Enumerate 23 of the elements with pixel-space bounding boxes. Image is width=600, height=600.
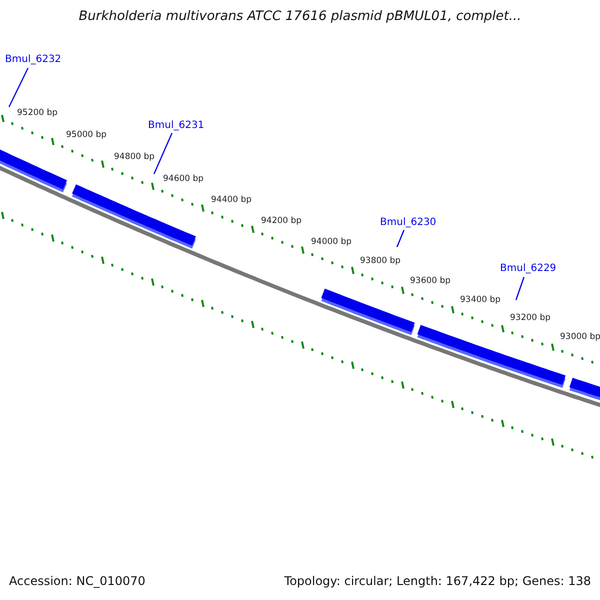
- gene-label: Bmul_6229: [500, 263, 556, 274]
- position-label: 93400 bp: [460, 295, 501, 305]
- position-label: 94600 bp: [163, 174, 204, 184]
- position-label: 94800 bp: [114, 152, 155, 162]
- position-label: 95200 bp: [17, 108, 58, 118]
- position-label: 95000 bp: [66, 130, 107, 140]
- leader-line: [515, 276, 525, 300]
- position-label: 93800 bp: [360, 256, 401, 266]
- position-label: 94200 bp: [261, 216, 302, 226]
- accession-text: Accession: NC_010070: [9, 574, 146, 588]
- gene-label: Bmul_6230: [380, 217, 436, 228]
- position-label: 93000 bp: [560, 332, 600, 342]
- position-label: 93200 bp: [510, 313, 551, 323]
- gene-label: Bmul_6232: [5, 54, 62, 65]
- summary-text: Topology: circular; Length: 167,422 bp; Genes: 138: [284, 574, 591, 588]
- position-label: 94400 bp: [211, 195, 252, 205]
- map-title: Burkholderia multivorans ATCC 17616 plasmid pBMUL01, complet...: [78, 9, 522, 24]
- leader-line: [8, 68, 29, 108]
- position-label: 93600 bp: [410, 276, 451, 286]
- leader-line: [396, 230, 405, 248]
- gene-label: Bmul_6231: [148, 120, 204, 131]
- leader-line: [153, 132, 173, 174]
- position-label: 94000 bp: [311, 237, 352, 247]
